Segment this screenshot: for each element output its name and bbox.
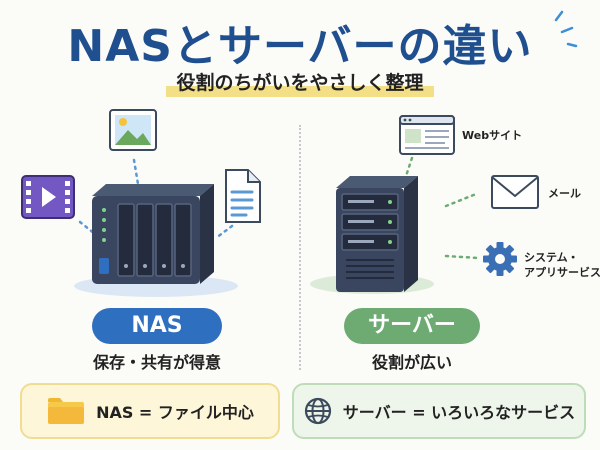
video-icon (21, 175, 75, 219)
nas-device-icon (92, 184, 214, 284)
page-subtitle: 役割のちがいをやさしく整理 (166, 68, 434, 97)
server-label-pill: サーバー (344, 308, 480, 344)
nas-caption: 保存・共有が得意 (92, 353, 221, 372)
server-summary-box: サーバー = いろいろなサービス (292, 383, 586, 439)
nas-summary-text: NAS = ファイル中心 (96, 403, 254, 422)
server-rack-icon (336, 176, 418, 292)
globe-icon (303, 396, 333, 426)
nas-label-pill: NAS (92, 308, 222, 344)
role-label-system: システム・ (524, 251, 579, 264)
document-icon (225, 169, 261, 223)
folder-icon (46, 396, 86, 426)
gear-icon (483, 242, 517, 276)
center-divider (299, 125, 301, 370)
role-label-mail: メール (548, 187, 581, 200)
server-caption: 役割が広い (371, 353, 452, 372)
subtitle-wrap: 役割のちがいをやさしく整理 (0, 68, 600, 97)
role-label-web: Webサイト (462, 129, 523, 142)
image-icon (109, 109, 157, 151)
role-label-app-service: アプリサービス (524, 266, 600, 279)
page-title: NASとサーバーの違い (67, 21, 533, 72)
nas-summary-box: NAS = ファイル中心 (20, 383, 280, 439)
browser-icon (399, 115, 455, 155)
mail-icon (491, 175, 539, 209)
server-summary-text: サーバー = いろいろなサービス (342, 403, 576, 422)
